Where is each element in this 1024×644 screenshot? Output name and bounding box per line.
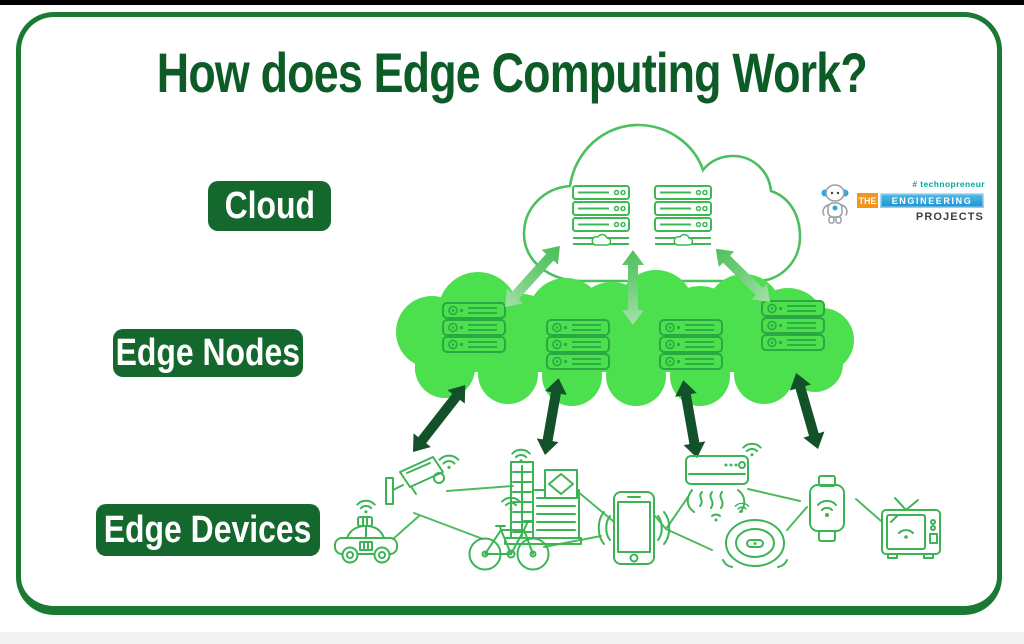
page-title: How does Edge Computing Work? — [156, 41, 868, 104]
device-smart-tv — [881, 497, 941, 559]
wifi-icon — [356, 499, 376, 515]
device-robot-vacuum — [722, 519, 788, 568]
cloud-edgenodes-arrow-center — [622, 250, 644, 325]
cloud-edgenodes-arrow-right — [715, 248, 770, 302]
device-cctv-camera — [385, 456, 445, 505]
device-air-conditioner — [685, 455, 749, 522]
device-links — [392, 485, 882, 551]
bottom-edge-strip — [0, 632, 1024, 644]
edgenodes-devices-arrow-1 — [413, 385, 466, 452]
brand-tagline: # technopreneur — [912, 179, 985, 189]
cloud-edgenodes-arrow-left — [505, 246, 560, 307]
device-smart-bicycle — [468, 520, 550, 571]
wifi-icon — [438, 454, 460, 470]
edge-node-rack-2 — [547, 320, 609, 369]
label-edge-nodes: Edge Nodes — [113, 329, 303, 377]
cloud-shape — [522, 123, 802, 283]
edgenodes-devices-arrow-4 — [789, 373, 825, 449]
device-smart-taxi — [334, 516, 398, 564]
wifi-icon — [742, 442, 762, 458]
edge-node-rack-4 — [762, 301, 824, 350]
device-smartphone — [597, 491, 671, 565]
edgenodes-devices-arrow-2 — [536, 378, 567, 455]
device-smartwatch — [809, 475, 845, 542]
top-edge-strip — [0, 0, 1024, 5]
brand-word-projects: PROJECTS — [915, 211, 984, 223]
edge-node-rack-1 — [443, 303, 505, 352]
device-smart-building — [504, 461, 582, 545]
brand-word-engineering: ENGINEERING — [880, 193, 984, 208]
edge-node-rack-3 — [660, 320, 722, 369]
brand-word-the: THE — [857, 193, 878, 208]
label-edge-devices: Edge Devices — [96, 504, 320, 556]
robot-mascot-icon — [821, 184, 849, 224]
wifi-icon — [511, 448, 531, 464]
edgenodes-devices-arrow-3 — [675, 380, 706, 458]
rounded-border-frame — [16, 12, 1002, 615]
label-cloud: Cloud — [208, 181, 331, 231]
